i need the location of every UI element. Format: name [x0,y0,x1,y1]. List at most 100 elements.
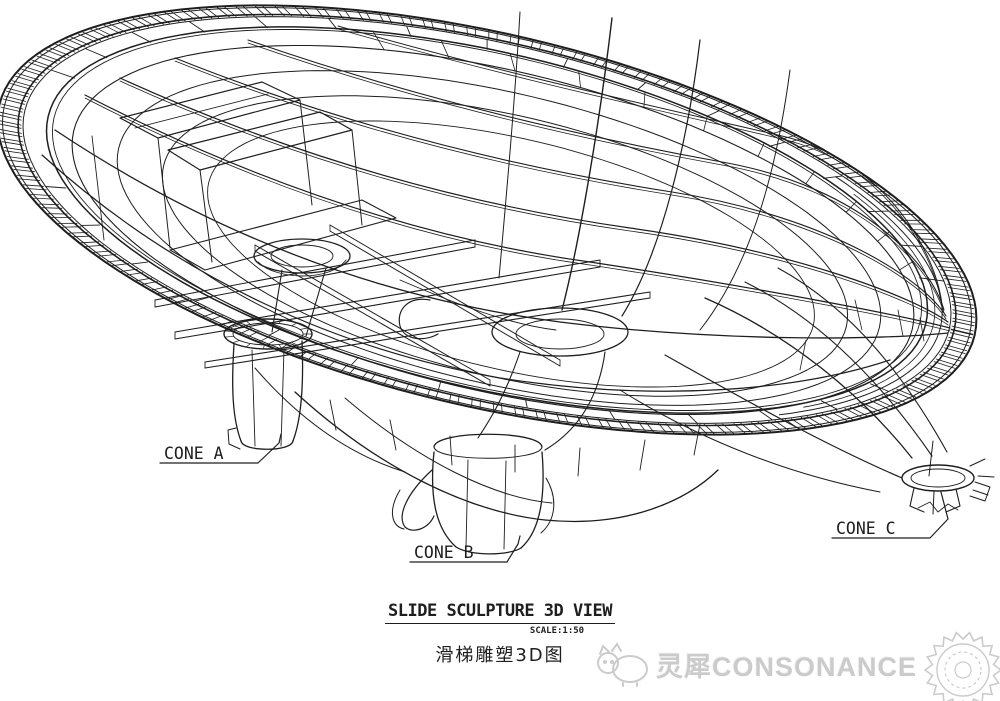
wireframe-path [664,354,903,479]
wireframe-path [556,412,561,423]
wireframe-path [530,40,534,49]
wireframe-path [718,104,730,110]
wireframe-path [131,261,149,265]
wireframe-path [401,469,435,531]
wireframe-path [323,7,332,18]
wireframe-path [232,343,242,442]
wireframe-path [522,407,525,417]
wireframe-path [270,244,334,268]
wireframe-path [561,17,613,311]
wireframe-path [259,335,270,343]
wireframe-path [431,451,457,548]
wireframe-path [562,58,569,68]
wireframe-path [292,340,304,442]
wireframe-path [305,267,327,337]
wireframe-path [433,446,543,459]
wireframe-path [154,13,170,24]
wireframe-path [918,238,939,241]
title-block: SLIDE SCULPTURE 3D VIEW SCALE:1:50 滑梯雕塑3… [0,601,1000,667]
wireframe-path [254,5,266,17]
wireframe-path [909,487,925,513]
wireframe-path [914,377,936,386]
wireframe-path [302,6,312,17]
wireframe-path [945,488,961,513]
wireframe-path [699,69,791,331]
wireframe-path [45,49,66,58]
wireframe-path [722,423,734,434]
wireframe-path [543,411,547,421]
wireframe-path [365,11,372,22]
wireframe-path [841,171,859,175]
wireframe-path [30,194,52,196]
wireframe-path [120,268,138,272]
wireframe-path [740,422,753,434]
wireframe-path [33,197,55,200]
cone-a-label: CONE A [164,444,224,463]
wireframe-path [85,244,104,247]
wireframe-path [84,48,108,59]
wireframe-path [918,277,945,282]
wireframe-path [117,21,135,31]
wireframe-path [22,184,45,187]
wireframe-path [757,421,772,432]
wireframe-path [254,250,491,387]
wireframe-path [901,464,975,492]
wireframe-path [188,20,206,33]
wireframe-path [427,388,431,397]
wireframe-path [943,347,966,354]
wireframe-path [951,301,974,306]
wireframe-path [608,409,616,420]
wireframe-path [736,112,749,118]
wireframe-path [747,117,761,123]
wireframe-path [329,224,561,361]
wireframe-path [90,29,109,39]
wireframe-path [952,309,975,315]
wireframe-path [540,477,555,534]
wireframe-path [151,286,168,291]
wireframe-path [174,298,189,303]
wireframe-path [799,299,925,371]
wireframe-path [680,88,691,95]
wireframe-path [12,80,34,88]
wireframe-path [696,423,708,435]
wireframe-path [194,297,209,302]
wireframe-path [551,45,556,55]
wireframe-path [126,272,144,276]
wireframe-path [38,203,60,206]
wireframe-path [0,111,22,118]
wireframe-path [8,159,31,164]
wireframe-path [471,397,473,407]
wireframe-path [0,123,22,129]
wireframe-path [187,9,202,20]
wireframe-path [706,110,720,117]
wireframe-path [232,340,241,344]
wireframe-path [849,406,868,417]
wireframe-path [951,304,975,309]
wireframe-path [98,254,117,257]
wireframe-path [344,397,553,504]
wireframe-path [185,303,200,309]
wireframe-path [911,379,932,389]
wireframe-path [13,169,35,173]
wireframe-path [757,142,765,157]
wireframe-path [636,82,647,91]
wireframe-path [307,353,316,361]
wireframe-path [440,39,450,59]
wireframe-path [899,244,924,247]
wireframe-path [601,60,608,68]
wireframe-path [937,265,960,269]
wireframe-path [800,417,816,427]
wireframe-path [940,351,963,359]
wireframe-path [711,101,723,107]
wireframe-path [933,361,955,369]
wireframe-path [154,239,476,301]
wireframe-path [866,210,890,213]
wireframe-path [950,332,973,339]
wireframe-path [224,6,237,17]
wireframe-path [733,423,746,434]
wireframe-path [204,291,651,363]
wireframe-path [202,312,217,318]
wireframe-path [844,408,862,418]
wireframe-path [263,318,265,324]
